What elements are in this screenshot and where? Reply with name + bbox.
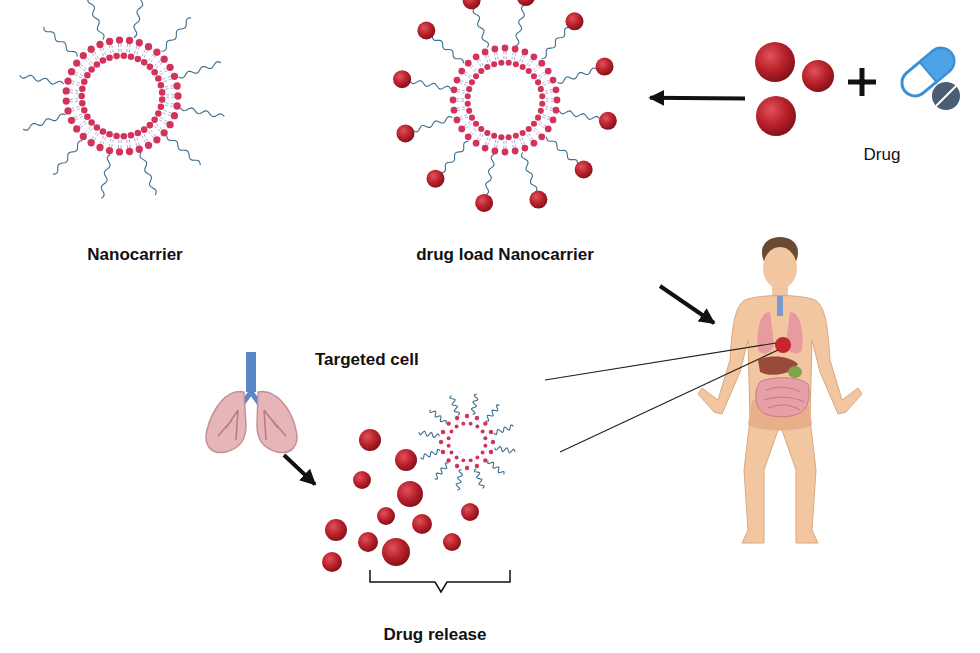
figure-node: Drug release xyxy=(315,420,540,650)
nanocarrier-figure xyxy=(20,0,225,198)
release-bracket xyxy=(370,570,510,592)
loaded-nanocarrier-figure xyxy=(393,0,617,212)
label-holder: Targeted cell xyxy=(315,350,419,370)
flow-arrow xyxy=(650,96,745,101)
label-holder: drug load Nanocarrier xyxy=(416,245,594,265)
released-drug-spheres xyxy=(322,429,479,572)
label-holder: Drug release xyxy=(384,625,487,645)
small-nanocarrier-figure xyxy=(419,394,515,490)
figure-node: Targeted cell xyxy=(200,345,305,455)
leader-line xyxy=(545,343,776,380)
flow-arrow xyxy=(284,455,315,484)
figure-node: Nanocarrier xyxy=(10,10,250,275)
figure-label: Targeted cell xyxy=(315,350,419,370)
body-arrow xyxy=(660,286,714,323)
lungs-figure xyxy=(206,352,297,453)
figure-label: Drug release xyxy=(384,625,487,645)
human-body-figure xyxy=(698,237,862,543)
drug-spheres xyxy=(755,42,834,136)
figure-label: Drug xyxy=(864,145,901,165)
label-holder: Drug xyxy=(864,145,901,165)
plus-symbol xyxy=(848,68,876,96)
figure-label: drug load Nanocarrier xyxy=(416,245,594,265)
label-holder: Nanocarrier xyxy=(87,245,182,265)
figure-node: drug load Nanocarrier xyxy=(370,5,650,270)
tablet-pill xyxy=(932,82,960,110)
leader-line xyxy=(560,350,778,452)
figure-node: Drug xyxy=(745,30,970,170)
figure-label: Nanocarrier xyxy=(87,245,182,265)
